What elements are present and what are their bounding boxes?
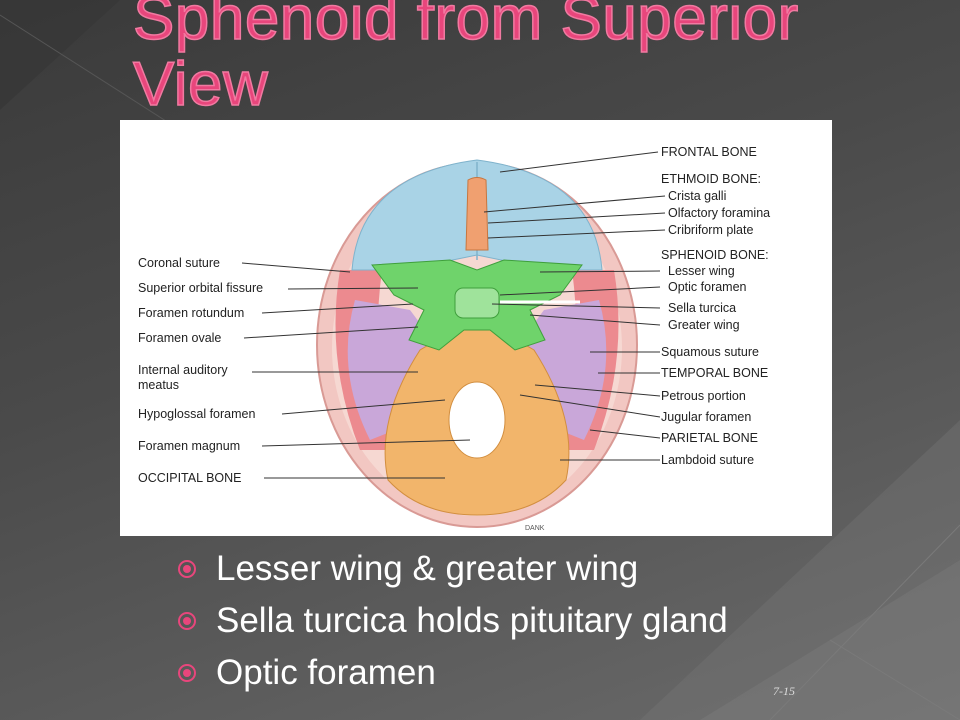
illustrator-signature: DANK (525, 525, 545, 532)
label-squamous-suture: Squamous suture (661, 345, 759, 359)
label-crista-galli: Crista galli (668, 189, 726, 203)
bullet-item: Optic foramen (178, 647, 728, 699)
label-foramen-rotundum: Foramen rotundum (138, 306, 244, 320)
sella-turcica (454, 287, 500, 319)
label-foramen-magnum: Foramen magnum (138, 439, 240, 453)
label-olfactory-foramina: Olfactory foramina (668, 206, 770, 220)
label-lesser-wing: Lesser wing (668, 264, 735, 278)
bullet-text: Lesser wing & greater wing (216, 549, 639, 588)
label-parietal-bone: PARIETAL BONE (661, 431, 758, 445)
label-superior-orbital-fissure: Superior orbital fissure (138, 281, 263, 295)
bullet-icon (178, 612, 196, 630)
label-cribriform-plate: Cribriform plate (668, 223, 753, 237)
slide-title: Sphenoid from Superior View (132, 0, 799, 119)
label-occipital-bone: OCCIPITAL BONE (138, 471, 242, 485)
label-jugular-foramen: Jugular foramen (661, 410, 751, 424)
bullet-list: Lesser wing & greater wing Sella turcica… (178, 543, 728, 699)
sphenoid-diagram: Coronal suture Superior orbital fissure … (120, 120, 832, 536)
label-meatus: meatus (138, 378, 179, 392)
label-foramen-ovale: Foramen ovale (138, 331, 221, 345)
ethmoid-bone (465, 177, 489, 251)
bullet-item: Sella turcica holds pituitary gland (178, 595, 728, 647)
label-sella-turcica: Sella turcica (668, 301, 736, 315)
label-hypoglossal-foramen: Hypoglossal foramen (138, 407, 255, 421)
foramen-magnum (448, 381, 506, 459)
label-petrous-portion: Petrous portion (661, 389, 746, 403)
label-coronal-suture: Coronal suture (138, 256, 220, 270)
bullet-text: Sella turcica holds pituitary gland (216, 601, 728, 640)
label-frontal-bone: FRONTAL BONE (661, 145, 757, 159)
label-temporal-bone: TEMPORAL BONE (661, 366, 768, 380)
label-lambdoid-suture: Lambdoid suture (661, 453, 754, 467)
bullet-icon (178, 560, 196, 578)
skull-base-illustration: Coronal suture Superior orbital fissure … (138, 145, 770, 532)
label-optic-foramen: Optic foramen (668, 280, 747, 294)
label-sphenoid-bone: SPHENOID BONE: (661, 248, 769, 262)
bullet-item: Lesser wing & greater wing (178, 543, 728, 595)
label-greater-wing: Greater wing (668, 318, 740, 332)
page-number: 7-15 (773, 684, 795, 698)
label-internal-auditory: Internal auditory (138, 363, 228, 377)
bullet-icon (178, 664, 196, 682)
bullet-text: Optic foramen (216, 653, 436, 692)
label-ethmoid-bone: ETHMOID BONE: (661, 172, 761, 186)
